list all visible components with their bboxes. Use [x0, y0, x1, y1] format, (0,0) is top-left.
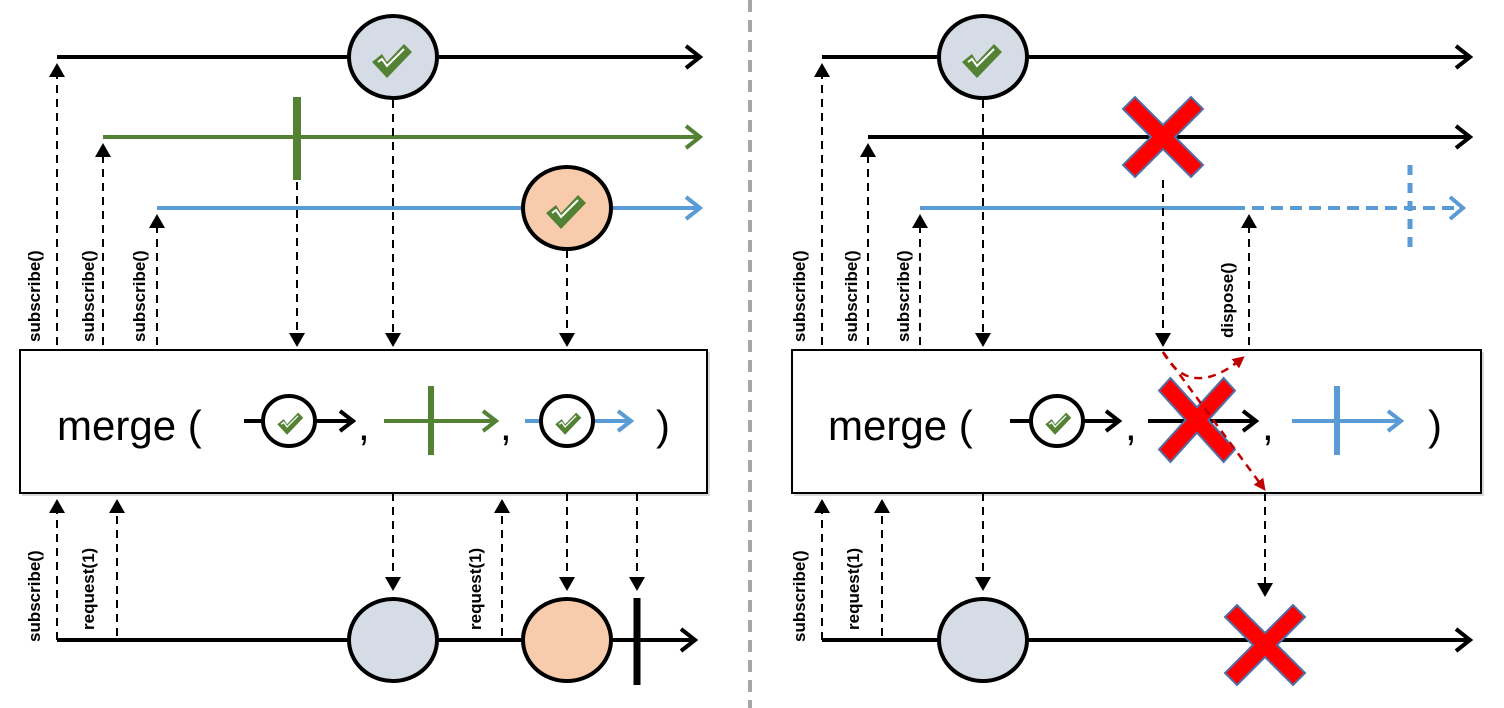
subscribe-label: subscribe()	[25, 550, 44, 642]
source-stream-2	[103, 97, 704, 180]
merge-label: merge (	[828, 402, 973, 449]
request-arrows	[814, 493, 1273, 640]
merge-arg-2	[1148, 376, 1260, 464]
subscribe-arrows	[814, 63, 1257, 347]
output-marble	[937, 597, 1029, 683]
subscribe-label: subscribe()	[79, 250, 98, 342]
subscribe-label: subscribe()	[894, 250, 913, 342]
comma: ,	[500, 402, 512, 449]
request-label: request(1)	[466, 548, 485, 630]
source-stream-1	[822, 14, 1474, 100]
source-stream-1	[57, 14, 704, 100]
merge-arg-3	[1292, 386, 1405, 455]
comma: ,	[1125, 402, 1137, 449]
close-paren: )	[656, 402, 670, 449]
comma: ,	[1262, 402, 1274, 449]
subscribe-label: subscribe()	[790, 250, 809, 342]
request-label: request(1)	[79, 548, 98, 630]
output-stream	[822, 597, 1474, 686]
error-x-icon	[1224, 604, 1306, 686]
source-stream-3	[157, 165, 704, 251]
subscribe-label: subscribe()	[25, 250, 44, 342]
request-arrows	[49, 493, 645, 640]
right-panel: subscribe() subscribe() subscribe() disp…	[790, 14, 1484, 686]
merge-arg-2	[384, 386, 500, 455]
error-flow-arrows	[1161, 351, 1266, 491]
close-paren: )	[1428, 402, 1442, 449]
request-label: request(1)	[844, 548, 863, 630]
merge-arg-1	[1010, 394, 1123, 448]
merge-label: merge (	[57, 402, 202, 449]
comma: ,	[358, 402, 370, 449]
subscribe-label: subscribe()	[842, 250, 861, 342]
merge-arg-1	[244, 394, 357, 448]
subscribe-label: subscribe()	[790, 550, 809, 642]
source-stream-2	[868, 96, 1474, 178]
subscribe-label: subscribe()	[130, 250, 149, 342]
left-panel: subscribe() subscribe() subscribe() merg…	[19, 14, 710, 685]
source-stream-3	[920, 165, 1467, 250]
output-marble	[521, 597, 613, 683]
output-stream	[57, 597, 699, 685]
dispose-label: dispose()	[1218, 262, 1237, 338]
merge-arg-3	[525, 394, 635, 448]
subscribe-arrows	[49, 63, 575, 347]
output-marble	[347, 597, 439, 683]
